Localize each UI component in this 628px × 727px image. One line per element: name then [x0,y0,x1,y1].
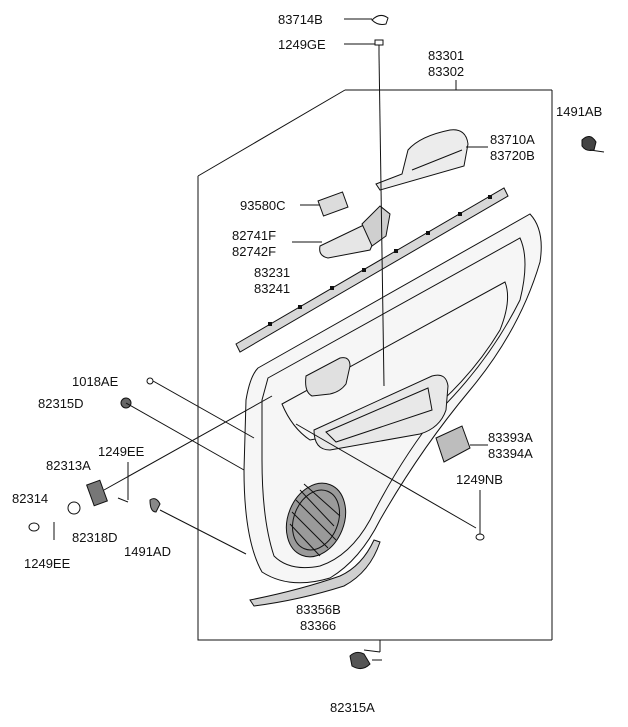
label-82315a: 82315A [330,700,375,715]
label-82318d: 82318D [72,530,118,545]
label-82742f: 82742F [232,244,276,259]
part-labels: 83714B 1249GE 83301 83302 1491AB 83710A … [12,12,602,715]
label-82315d: 82315D [38,396,84,411]
speaker-grille [285,482,347,558]
label-83301: 83301 [428,48,464,63]
label-83302: 83302 [428,64,464,79]
label-83356b: 83356B [296,602,341,617]
label-1491ad: 1491AD [124,544,171,559]
label-83714b: 83714B [278,12,323,27]
label-82741f: 82741F [232,228,276,243]
switch-93580c [317,191,349,217]
label-83393a: 83393A [488,430,533,445]
pull-handle-cover [375,129,469,191]
label-1018ae: 1018AE [72,374,119,389]
label-82313a: 82313A [46,458,91,473]
label-1249nb: 1249NB [456,472,503,487]
label-82314: 82314 [12,491,48,506]
label-83231: 83231 [254,265,290,280]
label-83710a: 83710A [490,132,535,147]
label-1249ee-upper: 1249EE [98,444,145,459]
label-1249ge: 1249GE [278,37,326,52]
lower-garnish-strip [249,539,381,607]
leader-lines [103,18,605,661]
belt-weatherstrip [235,187,509,353]
window-switch-assembly [319,205,391,259]
label-83394a: 83394A [488,446,533,461]
fasteners [28,14,597,670]
door-trim-panel [243,213,542,584]
label-83720b: 83720B [490,148,535,163]
label-93580c: 93580C [240,198,286,213]
label-83366: 83366 [300,618,336,633]
label-1491ab: 1491AB [556,104,602,119]
bracket-83393a [435,425,471,463]
label-83241: 83241 [254,281,290,296]
label-1249ee-lower: 1249EE [24,556,71,571]
